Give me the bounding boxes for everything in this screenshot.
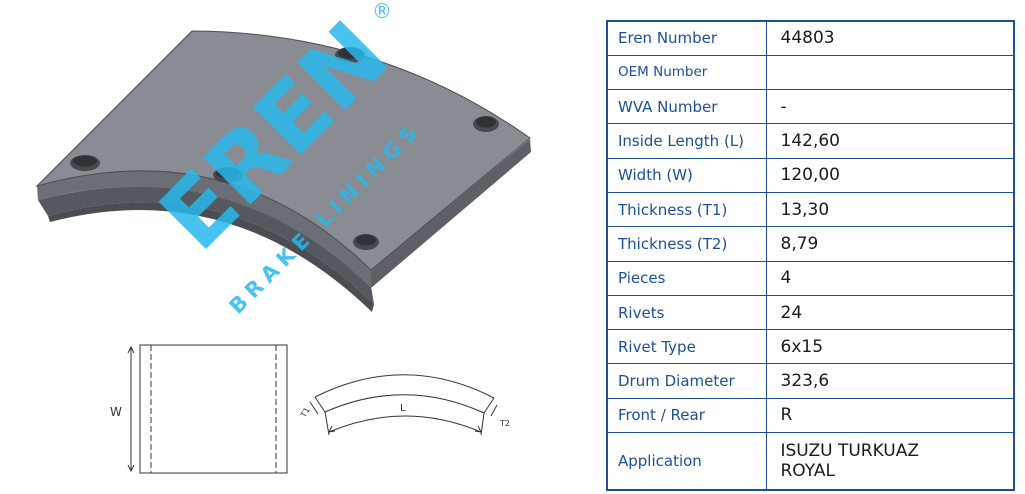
spec-label: Eren Number — [606, 20, 767, 56]
t1-label: T1 — [298, 406, 311, 420]
spec-row-thickness-t2: Thickness (T2) 8,79 — [606, 226, 1015, 262]
width-label: W — [110, 405, 122, 419]
spec-row-wva-number: WVA Number - — [606, 89, 1015, 125]
registered-mark: ® — [372, 0, 392, 23]
brake-lining-3d — [35, 30, 531, 312]
spec-label: Inside Length (L) — [606, 123, 767, 159]
spec-row-thickness-t1: Thickness (T1) 13,30 — [606, 191, 1015, 228]
spec-value: ISUZU TURKUAZ ROYAL — [765, 432, 1015, 491]
spec-row-drum-diameter: Drum Diameter 323,6 — [606, 363, 1015, 399]
spec-value: 44803 — [765, 20, 1015, 56]
spec-label: Thickness (T2) — [606, 226, 767, 262]
spec-label: OEM Number — [606, 54, 767, 91]
spec-row-pieces: Pieces 4 — [606, 260, 1015, 296]
spec-value: - — [765, 89, 1015, 125]
spec-value: 6x15 — [765, 329, 1015, 365]
spec-row-front-rear: Front / Rear R — [606, 397, 1015, 434]
application-line-1: ISUZU TURKUAZ — [780, 440, 920, 461]
product-illustration: EREN BRAKE LININGS ® W L T1 T2 — [35, 0, 531, 474]
spec-label: Front / Rear — [606, 397, 767, 434]
spec-row-rivet-type: Rivet Type 6x15 — [606, 329, 1015, 365]
spec-label: Drum Diameter — [606, 363, 767, 399]
spec-label: Pieces — [606, 260, 767, 296]
spec-label: Application — [606, 432, 767, 491]
spec-row-rivets: Rivets 24 — [606, 294, 1015, 331]
spec-row-inside-length: Inside Length (L) 142,60 — [606, 123, 1015, 159]
t2-label: T2 — [499, 419, 510, 428]
spec-value — [765, 54, 1015, 91]
spec-row-eren-number: Eren Number 44803 — [606, 20, 1015, 56]
spec-value: 323,6 — [765, 363, 1015, 399]
spec-value: 120,00 — [765, 157, 1015, 193]
specification-table: Eren Number 44803 OEM Number WVA Number … — [606, 20, 1015, 491]
spec-row-width: Width (W) 120,00 — [606, 157, 1015, 193]
spec-label: Width (W) — [606, 157, 767, 193]
spec-value: 4 — [765, 260, 1015, 296]
spec-row-oem-number: OEM Number — [606, 54, 1015, 91]
spec-label: Thickness (T1) — [606, 191, 767, 228]
spec-value: R — [765, 397, 1015, 434]
spec-value: 13,30 — [765, 191, 1015, 228]
spec-value: 142,60 — [765, 123, 1015, 159]
spec-value: 8,79 — [765, 226, 1015, 262]
spec-row-application: Application ISUZU TURKUAZ ROYAL — [606, 432, 1015, 491]
length-label: L — [400, 403, 406, 414]
application-line-2: ROYAL — [780, 460, 835, 481]
spec-label: WVA Number — [606, 89, 767, 125]
spec-label: Rivets — [606, 294, 767, 331]
length-drawing — [309, 374, 498, 436]
width-drawing — [127, 344, 288, 474]
spec-label: Rivet Type — [606, 329, 767, 365]
spec-value: 24 — [765, 294, 1015, 331]
